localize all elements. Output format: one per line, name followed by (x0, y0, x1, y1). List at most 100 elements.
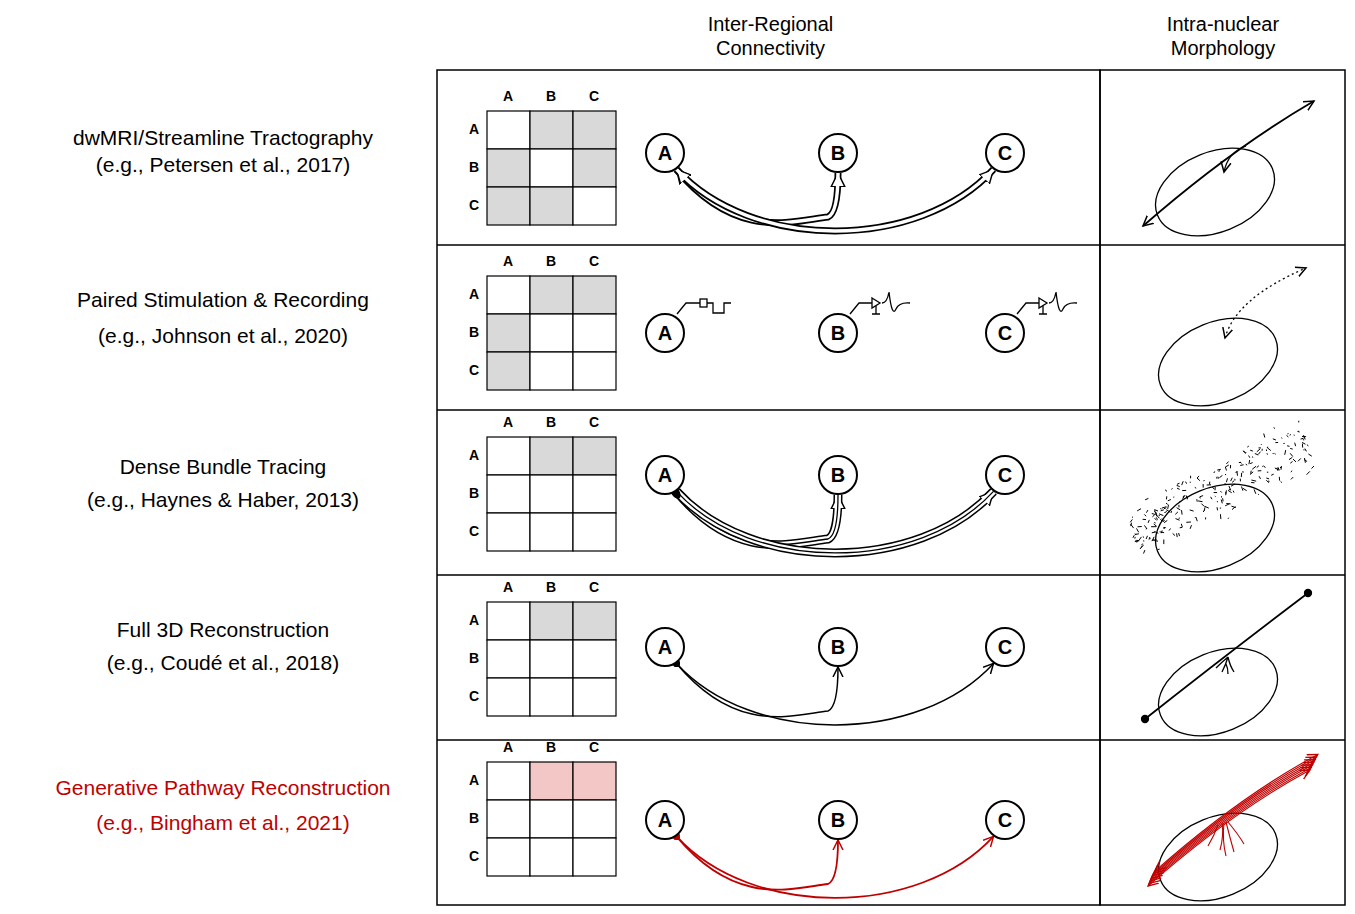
region-letter: B (831, 323, 845, 343)
region-letter: C (998, 637, 1012, 657)
matrix-grid (487, 111, 616, 225)
matrix-axis-letter: A (464, 121, 484, 138)
method-label: (e.g., Petersen et al., 2017) (8, 152, 438, 177)
matrix-axis-letter: B (464, 159, 484, 176)
matrix-cell (530, 640, 573, 678)
matrix-cell (487, 513, 530, 551)
matrix-cell (573, 800, 616, 838)
matrix-cell (530, 437, 573, 475)
matrix-cell (487, 111, 530, 149)
matrix-axis-letter: A (464, 286, 484, 303)
matrix-cell (530, 314, 573, 352)
matrix-axis-letter: C (584, 253, 604, 270)
region-letter: B (831, 465, 845, 485)
method-label: Full 3D Reconstruction (8, 617, 438, 642)
matrix-cell (487, 762, 530, 800)
matrix-axis-letter: A (498, 414, 518, 431)
matrix-cell (573, 276, 616, 314)
region-circle: C (985, 313, 1025, 353)
region-letter: C (998, 465, 1012, 485)
matrix-cell (573, 640, 616, 678)
projection-connector (673, 833, 994, 898)
electrode-symbols (677, 292, 1077, 314)
projection-connector (673, 660, 838, 717)
matrix-axis-letter: C (464, 362, 484, 379)
matrix-cell (530, 111, 573, 149)
region-circle: B (818, 627, 858, 667)
region-letter: C (998, 143, 1012, 163)
matrix-axis-letter: A (464, 447, 484, 464)
matrix-cell (487, 678, 530, 716)
matrix-axis-letter: A (498, 253, 518, 270)
matrix-cell (487, 602, 530, 640)
region-circle: A (645, 627, 685, 667)
matrix-grid (487, 602, 616, 716)
region-letter: C (998, 323, 1012, 343)
matrix-cell (487, 314, 530, 352)
matrix-axis-letter: A (464, 612, 484, 629)
projection-connector (673, 833, 838, 890)
matrix-cell (573, 437, 616, 475)
region-letter: B (831, 143, 845, 163)
matrix-axis-letter: B (464, 650, 484, 667)
matrix-axis-letter: C (584, 579, 604, 596)
matrix-cell (573, 187, 616, 225)
matrix-cell (573, 513, 616, 551)
method-label: dwMRI/Streamline Tractography (8, 125, 438, 150)
matrix-axis-letter: B (464, 810, 484, 827)
matrix-axis-letter: B (541, 414, 561, 431)
matrix-cell (573, 762, 616, 800)
projection-connector (677, 169, 994, 231)
region-letter: B (831, 637, 845, 657)
matrix-axis-letter: A (498, 579, 518, 596)
method-label: Generative Pathway Reconstruction (8, 775, 438, 800)
morphology-sketch (1130, 101, 1314, 914)
matrix-axis-letter: B (464, 324, 484, 341)
method-label: (e.g., Haynes & Haber, 2013) (8, 487, 438, 512)
matrix-cell (530, 513, 573, 551)
matrix-axis-letter: B (464, 485, 484, 502)
region-circle: A (645, 800, 685, 840)
region-circle: C (985, 133, 1025, 173)
matrix-cell (573, 678, 616, 716)
matrix-cell (573, 352, 616, 390)
matrix-cell (530, 149, 573, 187)
matrix-cell (573, 838, 616, 876)
matrix-cell (530, 187, 573, 225)
matrix-cell (530, 276, 573, 314)
matrix-axis-letter: C (584, 414, 604, 431)
matrix-axis-letter: B (541, 253, 561, 270)
region-letter: B (831, 810, 845, 830)
region-circle: B (818, 800, 858, 840)
region-circle: C (985, 627, 1025, 667)
region-circle: C (985, 800, 1025, 840)
matrix-axis-letter: C (464, 848, 484, 865)
region-letter: A (658, 143, 672, 163)
region-circle: C (985, 455, 1025, 495)
matrix-axis-letter: B (541, 579, 561, 596)
region-letter: A (658, 637, 672, 657)
matrix-axis-letter: B (541, 88, 561, 105)
region-circle: A (645, 133, 685, 173)
panel-frame (437, 70, 1345, 905)
matrix-cell (530, 762, 573, 800)
matrix-cell (530, 352, 573, 390)
matrix-cell (487, 149, 530, 187)
method-label: Paired Stimulation & Recording (8, 287, 438, 312)
region-circle: B (818, 313, 858, 353)
matrix-cell (530, 800, 573, 838)
matrix-axis-letter: C (464, 523, 484, 540)
method-label: (e.g., Bingham et al., 2021) (8, 810, 438, 835)
method-label: Dense Bundle Tracing (8, 454, 438, 479)
matrix-cell (573, 149, 616, 187)
matrix-cell (530, 602, 573, 640)
matrix-cell (487, 276, 530, 314)
matrix-axis-letter: A (464, 772, 484, 789)
matrix-grid (487, 437, 616, 551)
method-label: (e.g., Coudé et al., 2018) (8, 650, 438, 675)
region-letter: A (658, 810, 672, 830)
matrix-cell (573, 111, 616, 149)
matrix-cell (487, 838, 530, 876)
region-circle: A (645, 313, 685, 353)
matrix-axis-letter: C (584, 739, 604, 756)
